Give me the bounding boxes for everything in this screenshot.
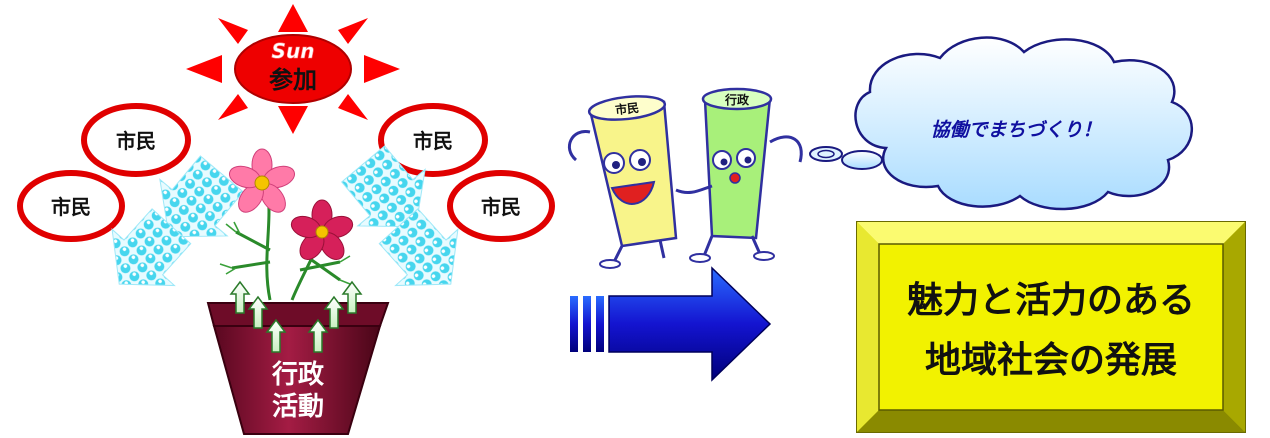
government-character-label: 行政 [724,92,750,107]
up-arrow-icon [229,280,251,314]
cyan-arrow-icon [340,145,426,228]
citizen-label: 市民 [413,129,453,153]
citizen-label: 市民 [116,129,156,153]
up-arrow-icon [323,295,345,329]
citizen-label: 市民 [481,195,521,219]
result-arrow [570,266,772,382]
arrow-right-icon [608,266,772,382]
sun-main-text: 参加 [269,66,317,94]
government-character: 行政 [675,87,803,263]
citizen-ring-1: 市民 [17,170,125,242]
citizen-character-label: 市民 [614,100,639,117]
cosmos-flower-icon [219,148,354,301]
result-line-1: 魅力と活力のある [907,280,1195,321]
sun-disc [234,34,352,104]
up-arrow-icon [265,318,287,353]
support-arrows [111,145,459,287]
result-plate: 魅力と活力のある 地域社会の発展 [856,221,1246,433]
citizen-ring-3: 市民 [378,103,488,177]
cyan-arrow-icon [378,208,459,287]
sun: Sun 参加 [186,4,400,134]
pot-line-1: 行政 [271,359,324,390]
sun-top-text: Sun [272,39,315,63]
speech-text: 協働でまちづくり！ [930,119,1101,141]
sun-rays [186,4,400,134]
citizen-character: 市民 [568,95,678,269]
speech-cloud: 協働でまちづくり！ [809,36,1193,211]
up-arrow-icon [307,318,329,353]
result-line-2: 地域社会の発展 [925,340,1177,381]
pot-line-2: 活動 [272,392,324,422]
citizen-ring-2: 市民 [81,103,191,177]
up-arrow-icon [247,295,269,329]
citizen-ring-4: 市民 [447,170,555,242]
citizen-label: 市民 [51,195,91,219]
flower-pot: 行政 活動 [206,302,390,435]
cyan-arrow-icon [111,208,192,287]
growth-arrows [229,280,363,353]
cyan-arrow-icon [159,155,245,238]
up-arrow-icon [341,280,363,314]
